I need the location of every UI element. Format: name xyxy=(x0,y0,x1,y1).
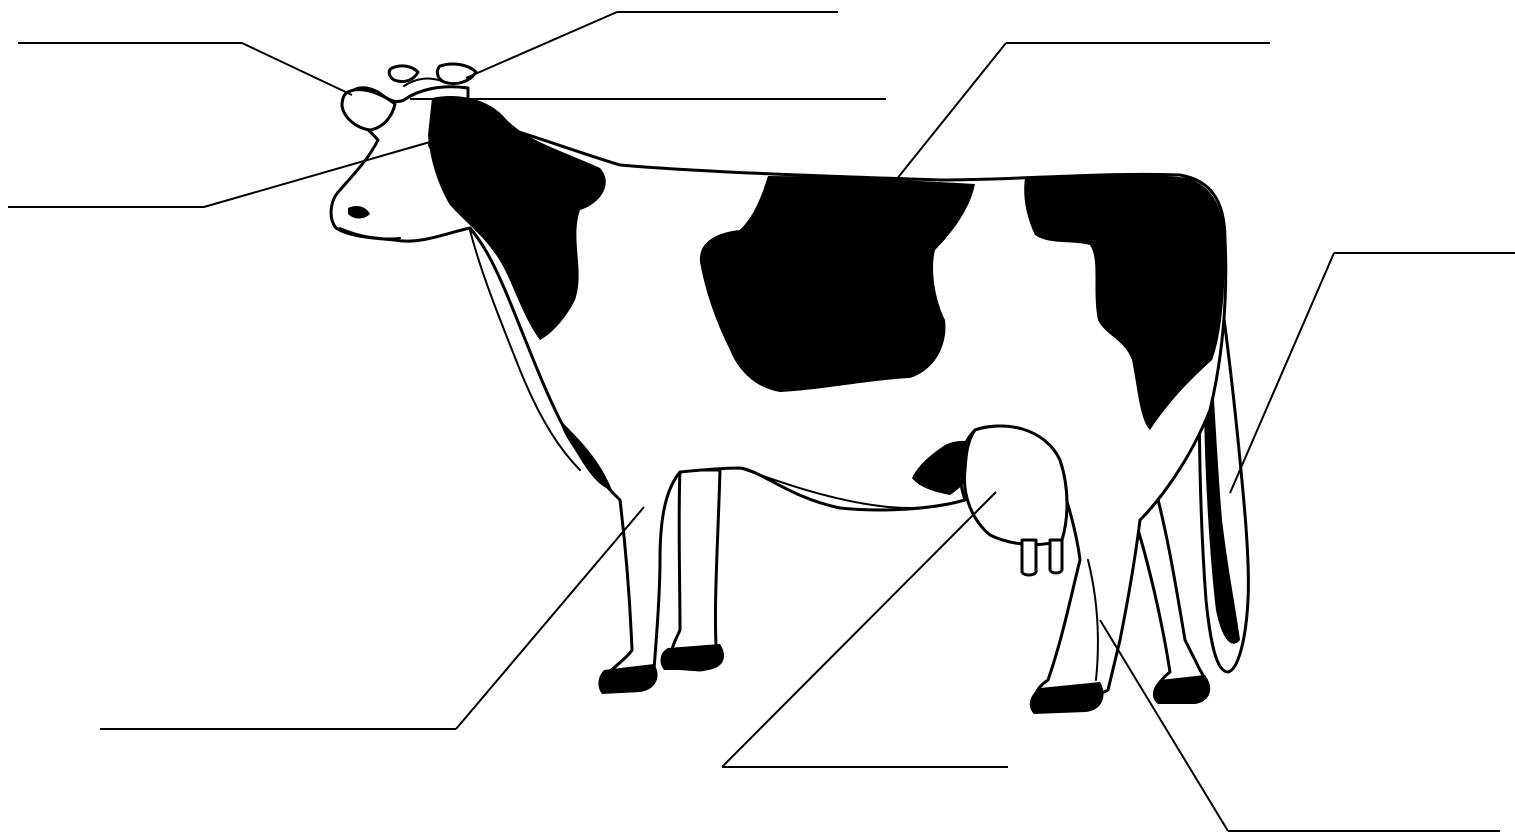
leader-line-foreleg xyxy=(456,507,644,729)
label-slot-horn xyxy=(466,12,838,78)
cow-teat-2 xyxy=(1050,540,1062,573)
leader-line-udder xyxy=(722,492,996,767)
cow-near-front-hoof xyxy=(598,664,657,694)
label-slot-udder xyxy=(722,492,1008,767)
leader-line-horn xyxy=(466,12,617,78)
leader-line-back xyxy=(896,43,1006,180)
label-slot-back xyxy=(896,43,1270,180)
leader-line-tail xyxy=(1230,253,1334,493)
cow-far-front-leg xyxy=(671,470,720,670)
cow-illustration xyxy=(331,64,1248,714)
cow-far-front-hoof xyxy=(661,644,724,670)
label-slot-tail xyxy=(1230,253,1515,493)
label-slot-foreleg xyxy=(100,507,644,729)
label-slot-ear xyxy=(18,43,352,95)
label-slot-hind-leg xyxy=(1100,620,1500,831)
leader-line-hind-leg xyxy=(1100,620,1228,831)
cow-horn-left xyxy=(389,66,418,82)
leader-line-ear xyxy=(242,43,352,95)
cow-teat-1 xyxy=(1022,540,1036,575)
